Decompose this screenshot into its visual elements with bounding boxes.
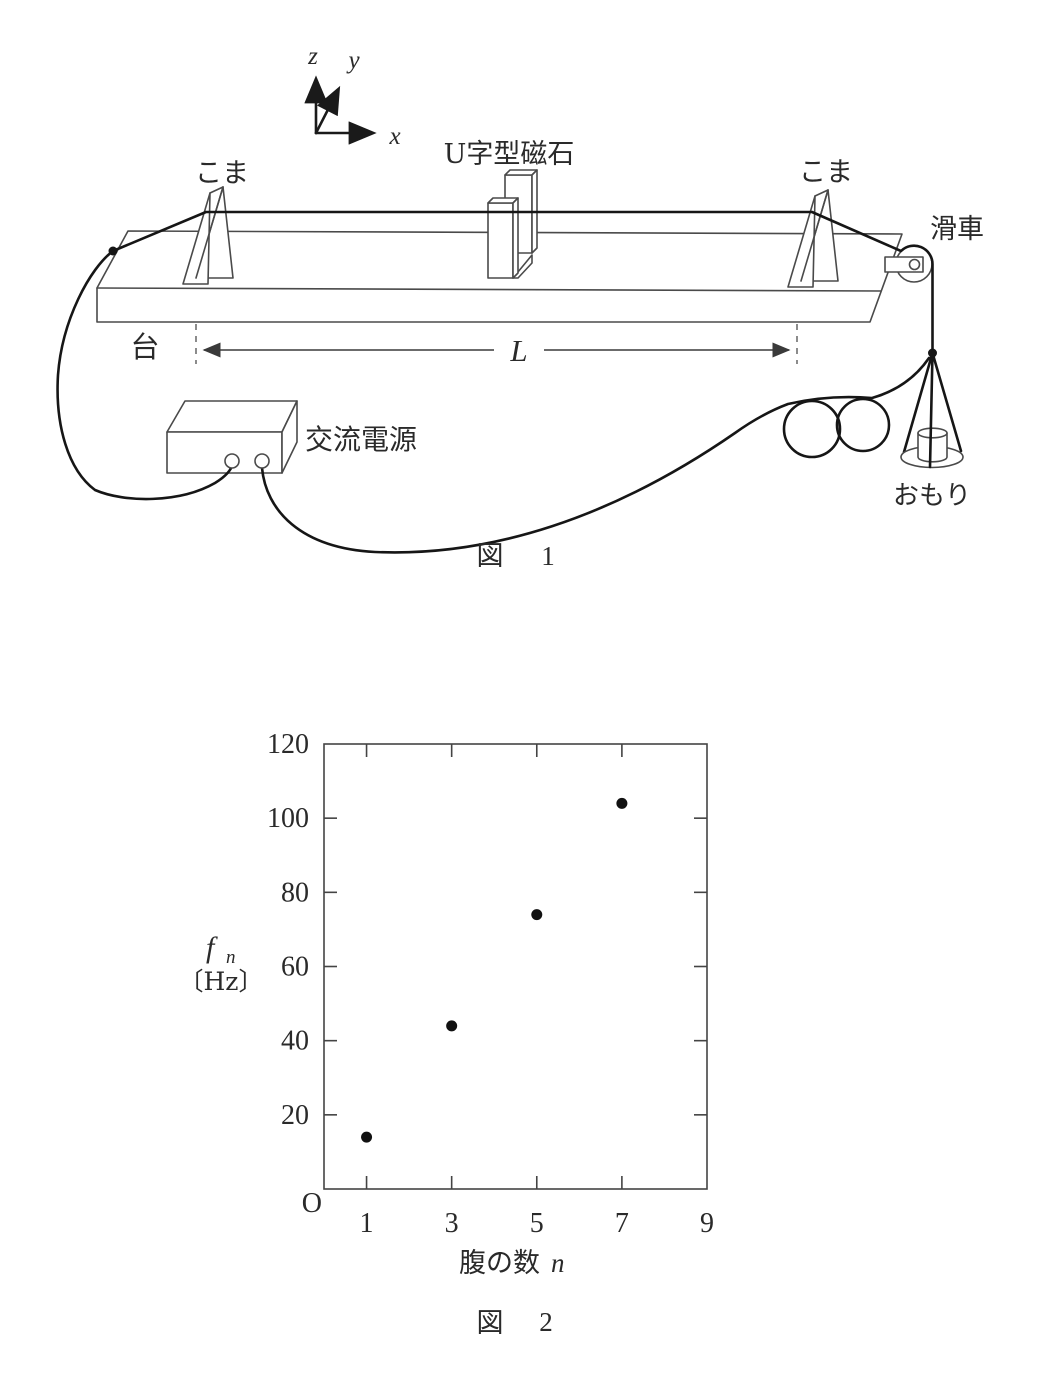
lead-wires [56, 249, 931, 554]
plot-y-tick-labels: 20 40 60 80 100 120 [267, 729, 309, 1131]
plot-data-points [361, 797, 628, 1143]
y-tick-label: 60 [281, 952, 309, 983]
terminal-right [254, 453, 270, 469]
wire-right [260, 356, 931, 554]
stand-label: 台 [130, 330, 159, 364]
plot-frame [323, 743, 708, 1190]
bridge-right-edge [800, 189, 829, 282]
y-axis-arrow [314, 85, 341, 135]
power-box-top [166, 400, 298, 433]
pulley-axle [908, 258, 921, 271]
figure2-caption-number: 2 [539, 1307, 553, 1337]
bridge-right-front-face [787, 195, 816, 288]
power-supply-label: 交流電源 [305, 423, 417, 456]
bridge-left-edge [195, 186, 224, 279]
plot-ticks [324, 744, 707, 1189]
y-tick-label: 20 [281, 1100, 309, 1131]
coordinate-axes [304, 75, 377, 145]
y-tick-label: 120 [267, 729, 309, 760]
power-box-side [281, 400, 298, 474]
bridge-right-ridge [814, 189, 829, 197]
y-axis-label: y [345, 47, 360, 74]
bridge-right [787, 189, 839, 288]
x-tick-label: 1 [360, 1208, 374, 1239]
string-knot [928, 348, 937, 358]
data-point [531, 909, 543, 921]
x-tick-label: 5 [530, 1208, 544, 1239]
string [108, 210, 934, 354]
bench-front-top-edge [96, 287, 882, 292]
ac-power-supply [166, 400, 298, 474]
data-point [616, 797, 628, 809]
magnet-front-pole [487, 202, 514, 279]
bridge-left-ridge [209, 186, 224, 194]
weight-cylinder-top [917, 427, 948, 439]
wire-coil-loop-1 [782, 399, 842, 459]
bridge-left [182, 186, 234, 285]
weight-hanger [900, 348, 964, 469]
x-axis-label: x [388, 123, 400, 150]
hanger-strings [902, 351, 963, 454]
string-end-junction [108, 246, 118, 256]
figure1-caption-number: 1 [541, 541, 555, 571]
magnet-front-pole-side [512, 197, 519, 279]
length-label: L [509, 333, 527, 368]
plot-x-tick-labels: 1 3 5 7 9 [360, 1208, 714, 1239]
bridge-left-front-face [182, 192, 211, 285]
origin-label: O [302, 1188, 322, 1219]
x-axis-title-variable: n [551, 1248, 565, 1278]
wire-left [56, 249, 235, 501]
figure2-caption-fig: 図 [477, 1308, 504, 1339]
hanger-center-string [928, 351, 934, 469]
x-tick-label: 9 [700, 1208, 714, 1239]
u-shaped-magnet [487, 169, 538, 279]
y-axis-unit-label: 〔Hz〕 [179, 967, 264, 996]
data-point [361, 1131, 373, 1143]
pulley-label: 滑車 [930, 214, 984, 245]
figure-1-apparatus-diagram: z y x こま U字型磁石 こま 滑車 台 L 交流電源 おもり 図 1 [56, 43, 984, 572]
figure1-caption-fig: 図 [477, 541, 504, 572]
y-axis-title-f: f [206, 931, 218, 964]
weight-label: おもり [893, 481, 971, 511]
x-axis-title: 腹の数 [459, 1248, 540, 1279]
pulley [884, 245, 933, 283]
string-path [111, 210, 934, 354]
data-point [446, 1020, 458, 1032]
magnet-label: U字型磁石 [444, 139, 575, 170]
wire-coil-loop-2 [835, 397, 891, 453]
koma-right-label: こま [799, 157, 853, 188]
y-tick-label: 100 [267, 803, 309, 834]
x-tick-label: 3 [445, 1208, 459, 1239]
weight-cylinder [917, 433, 948, 463]
y-tick-label: 80 [281, 877, 309, 908]
koma-left-label: こま [195, 158, 249, 189]
y-tick-label: 40 [281, 1026, 309, 1057]
terminal-left [224, 453, 240, 469]
y-axis-title-subscript: n [226, 947, 236, 968]
x-tick-label: 7 [615, 1208, 629, 1239]
z-axis-label: z [307, 43, 318, 70]
